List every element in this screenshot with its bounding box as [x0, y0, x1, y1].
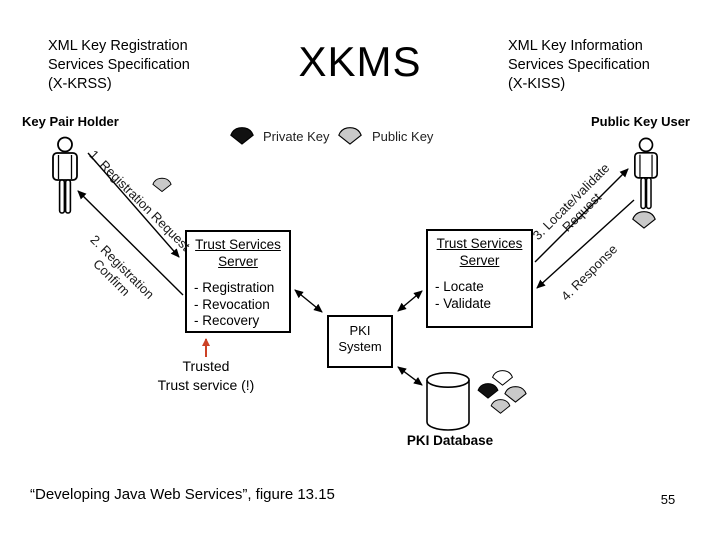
- server-item: - Recovery: [194, 313, 260, 328]
- public-key-user-label: Public Key User: [591, 114, 690, 129]
- left-server-pki-arrow: [294, 289, 323, 313]
- server-item: - Validate: [435, 295, 492, 311]
- locate-validate-server-box: Trust Services Server - Locate - Validat…: [426, 229, 533, 328]
- pki-database-label: PKI Database: [406, 433, 494, 448]
- public-key-icon: [632, 211, 656, 229]
- public-key-legend-label: Public Key: [372, 129, 434, 144]
- server-items: - Registration - Revocation - Recovery: [187, 270, 289, 330]
- right-title: XML Key Information Services Specificati…: [508, 37, 650, 94]
- registration-server-box: Trust Services Server - Registration - R…: [185, 230, 291, 333]
- key-pair-holder-label: Key Pair Holder: [22, 114, 119, 129]
- right-server-pki-arrow: [397, 290, 423, 312]
- server-item: - Locate: [435, 279, 484, 294]
- server-title: Trust Services Server: [195, 237, 281, 269]
- right-title-line1: XML Key Information: [508, 38, 643, 54]
- server-item: - Registration: [194, 280, 275, 295]
- private-key-icon: [230, 127, 254, 145]
- database-cylinder-icon: [426, 372, 470, 431]
- public-key-icon: [152, 177, 172, 193]
- registration-confirm-label: 2. Registration Confirm: [87, 231, 158, 302]
- trusted-note: Trusted Trust service (!): [157, 358, 255, 393]
- left-title: XML Key Registration Services Specificat…: [48, 37, 190, 94]
- server-title: Trust Services Server: [436, 236, 523, 268]
- private-key-icon: [477, 383, 499, 399]
- pki-system-box: PKI System: [327, 315, 393, 368]
- pki-database-arrow: [397, 366, 423, 386]
- private-key-legend-label: Private Key: [263, 129, 330, 144]
- left-title-line2: Services Specification: [48, 57, 190, 73]
- key-icon: [491, 370, 514, 386]
- left-title-line1: XML Key Registration: [48, 38, 188, 54]
- left-title-line3: (X-KRSS): [48, 76, 112, 92]
- public-key-user-person-icon: [634, 137, 658, 210]
- public-key-icon: [338, 127, 362, 145]
- right-title-line3: (X-KISS): [508, 76, 566, 92]
- server-items: - Locate - Validate: [428, 269, 531, 312]
- response-label: 4. Response: [558, 241, 621, 304]
- right-title-line2: Services Specification: [508, 57, 650, 73]
- page-number: 55: [660, 492, 676, 507]
- server-item: - Revocation: [194, 296, 270, 312]
- public-key-icon: [490, 399, 511, 414]
- key-pair-holder-person-icon: [52, 136, 78, 214]
- locate-validate-request-label: 3. Locate/validate Request: [529, 160, 613, 243]
- slide-main-title: XKMS: [298, 38, 422, 85]
- source-citation: “Developing Java Web Services”, figure 1…: [30, 486, 335, 503]
- public-key-icon: [504, 386, 527, 403]
